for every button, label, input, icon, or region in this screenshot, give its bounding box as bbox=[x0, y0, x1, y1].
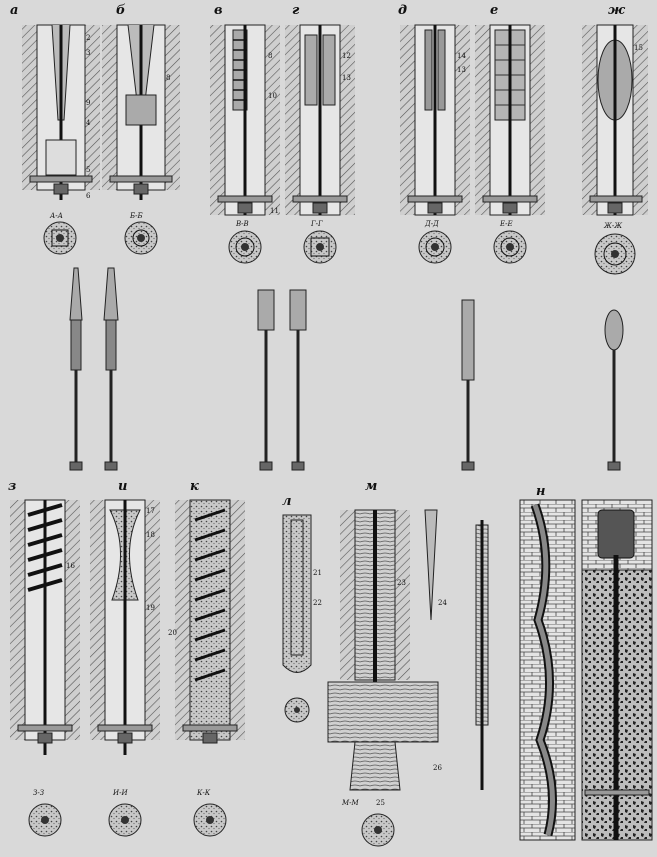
section-k: К-К bbox=[196, 789, 211, 797]
section-a: А-А bbox=[49, 212, 63, 220]
callout-a-3: 3 bbox=[86, 49, 90, 57]
callout-g-12: 12 bbox=[342, 52, 351, 60]
callout-i-17: 17 bbox=[146, 507, 155, 515]
panel-d-installation bbox=[400, 24, 470, 216]
panel-zh-installation bbox=[582, 24, 648, 216]
panel-e-installation bbox=[475, 24, 545, 216]
letter-zh: ж bbox=[608, 3, 626, 18]
callout-m-23: 23 bbox=[397, 579, 406, 587]
callout-i-19: 19 bbox=[146, 604, 155, 612]
callout-v-8: 8 bbox=[268, 52, 272, 60]
panel-v-installation bbox=[210, 24, 280, 216]
callout-k-20: 20 bbox=[168, 629, 177, 637]
letter-a: а bbox=[10, 3, 18, 18]
letter-d: д bbox=[398, 3, 407, 18]
section-i: И-И bbox=[112, 789, 128, 797]
callout-a-2: 2 bbox=[86, 34, 90, 42]
callout-a-6: 6 bbox=[86, 192, 91, 200]
section-z: З-З bbox=[33, 789, 45, 797]
callout-numbers: 2 3 9 4 5 6 8 8 10 11 12 13 14 13 15 16 … bbox=[66, 34, 643, 807]
panel-i-installation bbox=[90, 499, 160, 837]
callout-m-24: 24 bbox=[438, 599, 447, 607]
callout-a-4: 4 bbox=[86, 119, 91, 127]
callout-zh-15: 15 bbox=[634, 44, 643, 52]
letter-e: е bbox=[490, 3, 498, 18]
panel-l-capsule bbox=[282, 514, 312, 723]
callout-l-21: 21 bbox=[313, 569, 322, 577]
callout-l-22: 22 bbox=[313, 599, 322, 607]
callout-z-16: 16 bbox=[66, 562, 75, 570]
letter-z: з bbox=[8, 479, 16, 494]
letter-i: и bbox=[118, 479, 127, 494]
middle-row-bolts bbox=[69, 267, 624, 471]
letter-k: к bbox=[190, 479, 199, 494]
callout-a-9: 9 bbox=[86, 99, 90, 107]
panel-k-installation bbox=[175, 499, 245, 837]
panel-z-installation bbox=[10, 499, 80, 837]
panel-a-installation bbox=[22, 24, 100, 200]
callout-m-26: 26 bbox=[433, 764, 442, 772]
section-b: Б-Б bbox=[129, 212, 143, 220]
section-d: Д-Д bbox=[424, 220, 439, 228]
panel-letters: а б в г д е ж з и к л м н bbox=[8, 3, 626, 509]
panel-m-loose-bolt bbox=[475, 520, 489, 790]
letter-n: н bbox=[536, 484, 545, 499]
section-g: Г-Г bbox=[310, 220, 323, 228]
callout-i-18: 18 bbox=[146, 531, 155, 539]
callout-d-13: 13 bbox=[457, 66, 466, 74]
section-e: Е-Е bbox=[499, 220, 513, 228]
section-m: М-М bbox=[341, 799, 360, 807]
letter-b: б bbox=[116, 3, 126, 18]
callout-d-14: 14 bbox=[457, 52, 466, 60]
section-v: В-В bbox=[235, 220, 249, 228]
callout-b-8: 8 bbox=[166, 74, 170, 82]
callout-v-10: 10 bbox=[268, 92, 277, 100]
section-labels: А-А Б-Б В-В Г-Г Д-Д Е-Е Ж-Ж З-З И-И К-К … bbox=[33, 212, 623, 807]
callout-v-11: 11 bbox=[270, 207, 279, 215]
callout-g-13: 13 bbox=[342, 74, 351, 82]
letter-l: л bbox=[282, 494, 292, 509]
callout-m-25: 25 bbox=[376, 799, 385, 807]
top-row-sections bbox=[43, 221, 636, 275]
letter-g: г bbox=[292, 3, 300, 18]
panel-m-installation bbox=[327, 509, 439, 847]
letter-v: в bbox=[214, 3, 223, 18]
panel-n-installation bbox=[519, 499, 653, 841]
panel-g-installation bbox=[285, 24, 355, 216]
panel-b-installation bbox=[102, 24, 180, 200]
callout-a-5: 5 bbox=[86, 166, 90, 174]
letter-m: м bbox=[365, 479, 377, 494]
section-zh: Ж-Ж bbox=[603, 222, 623, 230]
